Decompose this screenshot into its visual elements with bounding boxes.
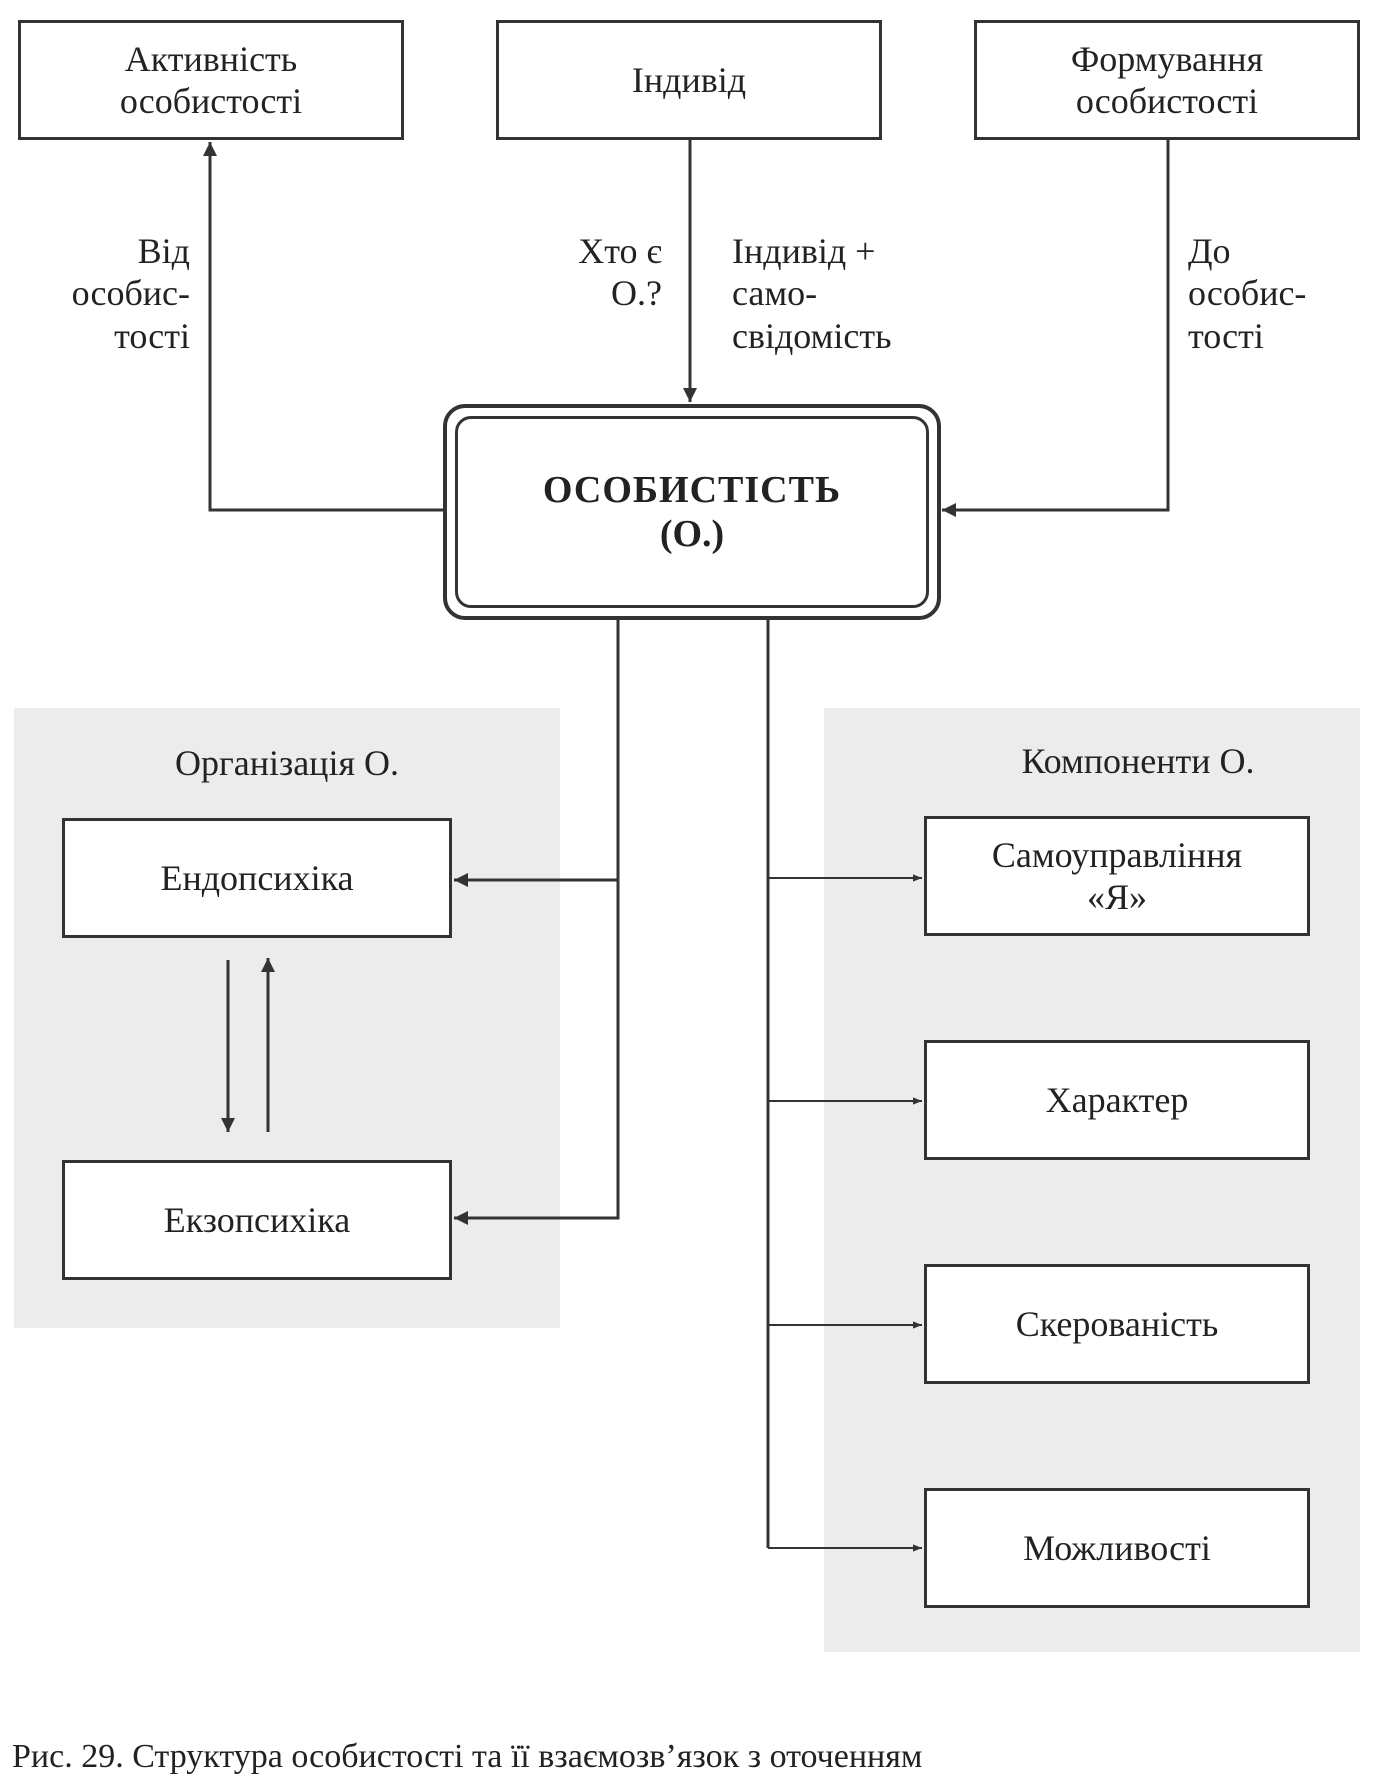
endopsychic-box: Ендопсихіка bbox=[62, 818, 452, 938]
orientation-box: Скерованість bbox=[924, 1264, 1310, 1384]
label-who-is: Хто є О.? bbox=[578, 231, 662, 314]
personality-abbrev: (О.) bbox=[659, 513, 725, 555]
figure-caption: Рис. 29. Структура особистості та її вза… bbox=[12, 1738, 923, 1775]
arrow-to-activity bbox=[203, 142, 443, 512]
personality-title: ОСОБИСТІСТЬ bbox=[542, 469, 842, 511]
orientation-label: Скерованість bbox=[1015, 1303, 1219, 1344]
exopsychic-label: Екзопсихіка bbox=[163, 1199, 351, 1240]
individual-box-label: Індивід bbox=[631, 59, 747, 100]
arrow-to-center-from-formation bbox=[942, 140, 1170, 517]
abilities-label: Можливості bbox=[1023, 1527, 1211, 1568]
formation-box: Формування особистості bbox=[974, 20, 1360, 140]
character-label: Характер bbox=[1045, 1079, 1189, 1120]
activity-box-label: Активність особистості bbox=[119, 38, 303, 121]
endopsychic-label: Ендопсихіка bbox=[160, 857, 354, 898]
personality-node-inner: ОСОБИСТІСТЬ (О.) bbox=[455, 416, 929, 608]
label-to-personality: До особис- тості bbox=[1188, 231, 1307, 356]
self-management-label: Самоуправління «Я» bbox=[991, 834, 1243, 917]
label-from-personality: Від особис- тості bbox=[71, 231, 190, 356]
exopsychic-box: Екзопсихіка bbox=[62, 1160, 452, 1280]
components-title: Компоненти О. bbox=[1021, 741, 1255, 781]
abilities-box: Можливості bbox=[924, 1488, 1310, 1608]
self-management-box: Самоуправління «Я» bbox=[924, 816, 1310, 936]
character-box: Характер bbox=[924, 1040, 1310, 1160]
individual-box: Індивід bbox=[496, 20, 882, 140]
formation-box-label: Формування особистості bbox=[1070, 38, 1264, 121]
organization-title: Організація О. bbox=[174, 743, 400, 783]
activity-box: Активність особистості bbox=[18, 20, 404, 140]
personality-node: ОСОБИСТІСТЬ (О.) bbox=[443, 404, 941, 620]
arrow-to-exopsychic bbox=[454, 880, 620, 1225]
label-individual-plus: Індивід + само- свідомість bbox=[732, 231, 892, 356]
